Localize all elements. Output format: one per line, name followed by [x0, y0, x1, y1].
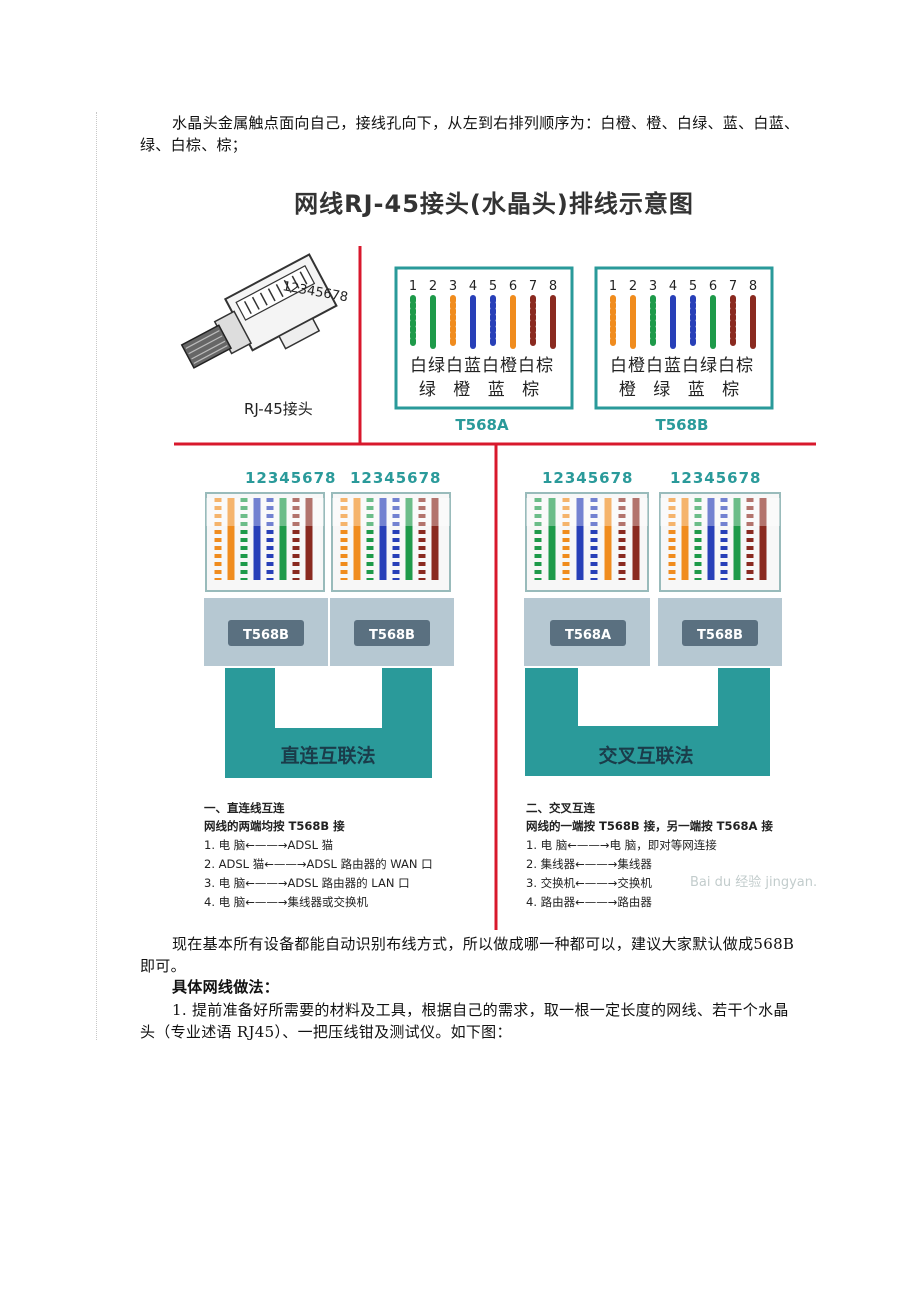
crossover-left-pins: 12345678 — [542, 469, 634, 487]
svg-text:8: 8 — [749, 279, 757, 294]
crossover-cable-label: 交叉互联法 — [598, 744, 693, 767]
straight-cable-label: 直连互联法 — [280, 744, 375, 767]
straight-item-2: 2. ADSL 猫←——→ADSL 路由器的 WAN 口 — [204, 857, 433, 871]
straight-left-pins: 12345678 — [245, 469, 337, 487]
straight-right-tag: T568B — [369, 628, 415, 643]
svg-text:2: 2 — [429, 279, 437, 294]
svg-text:2: 2 — [629, 279, 637, 294]
crossover-right-pins: 12345678 — [670, 469, 762, 487]
rj45-wiring-figure: 网线RJ-45接头(水晶头)排线示意图 — [170, 168, 818, 930]
svg-text:7: 7 — [729, 279, 737, 294]
svg-text:3: 3 — [449, 279, 457, 294]
note-paragraph: 现在基本所有设备都能自动识别布线方式，所以做成哪一种都可以，建议大家默认做成56… — [140, 935, 795, 975]
t568a-row1: 白绿白蓝白橙白棕 — [410, 356, 554, 376]
straight-heading: 一、直连线互连 — [204, 801, 285, 815]
t568a-label: T568A — [455, 416, 509, 434]
straight-item-3: 3. 电 脑←——→ADSL 路由器的 LAN 口 — [204, 876, 410, 890]
straight-right-pins: 12345678 — [350, 469, 442, 487]
svg-text:7: 7 — [529, 279, 537, 294]
crossover-right-tag: T568B — [697, 628, 743, 643]
figure-title: 网线RJ-45接头(水晶头)排线示意图 — [294, 190, 694, 218]
connector-label: RJ-45接头 — [244, 400, 313, 418]
watermark: Bai du 经验 jingyan.baidu.com — [690, 874, 818, 890]
straight-item-4: 4. 电 脑←——→集线器或交换机 — [204, 895, 369, 909]
t568b-label: T568B — [656, 416, 709, 434]
crossover-left-tag: T568A — [565, 628, 611, 643]
crossover-heading: 二、交叉互连 — [526, 801, 595, 815]
svg-text:8: 8 — [549, 279, 557, 294]
crossover-item-1: 1. 电 脑←——→电 脑，即对等网连接 — [526, 838, 717, 852]
intro-paragraph: 水晶头金属触点面向自己，接线孔向下，从左到右排列顺序为：白橙、橙、白绿、蓝、白蓝… — [140, 114, 800, 154]
t568a-row2: 绿 橙 蓝 棕 — [419, 380, 545, 400]
rj45-connector-illustration: 12345678 RJ-45接头 — [180, 253, 349, 418]
crossover-subheading: 网线的一端按 T568B 接，另一端按 T568A 接 — [526, 819, 773, 833]
svg-text:4: 4 — [669, 279, 677, 294]
crossover-item-3: 3. 交换机←——→交换机 — [526, 876, 652, 890]
svg-text:5: 5 — [489, 279, 497, 294]
svg-text:5: 5 — [689, 279, 697, 294]
t568b-row1: 白橙白蓝白绿白棕 — [610, 356, 754, 376]
crossover-item-4: 4. 路由器←——→路由器 — [526, 895, 652, 909]
straight-through-diagram: 直连互联法 12345678 T568B 12345678 — [204, 469, 454, 909]
svg-text:6: 6 — [509, 279, 517, 294]
svg-text:1: 1 — [609, 279, 617, 294]
crossover-diagram: 交叉互联法 12345678 T568A 12345678 — [524, 469, 818, 909]
page-margin-guide — [96, 112, 97, 1040]
straight-left-tag: T568B — [243, 628, 289, 643]
svg-text:3: 3 — [649, 279, 657, 294]
crossover-item-2: 2. 集线器←——→集线器 — [526, 857, 652, 871]
straight-item-1: 1. 电 脑←——→ADSL 猫 — [204, 838, 333, 852]
section-heading: 具体网线做法： — [172, 978, 280, 996]
step-1-paragraph: 1. 提前准备好所需要的材料及工具，根据自己的需求，取一根一定长度的网线、若干个… — [140, 1001, 789, 1041]
svg-text:6: 6 — [709, 279, 717, 294]
svg-text:4: 4 — [469, 279, 477, 294]
straight-subheading: 网线的两端均按 T568B 接 — [204, 819, 345, 833]
t568b-row2: 橙 绿 蓝 棕 — [619, 380, 745, 400]
svg-text:1: 1 — [409, 279, 417, 294]
